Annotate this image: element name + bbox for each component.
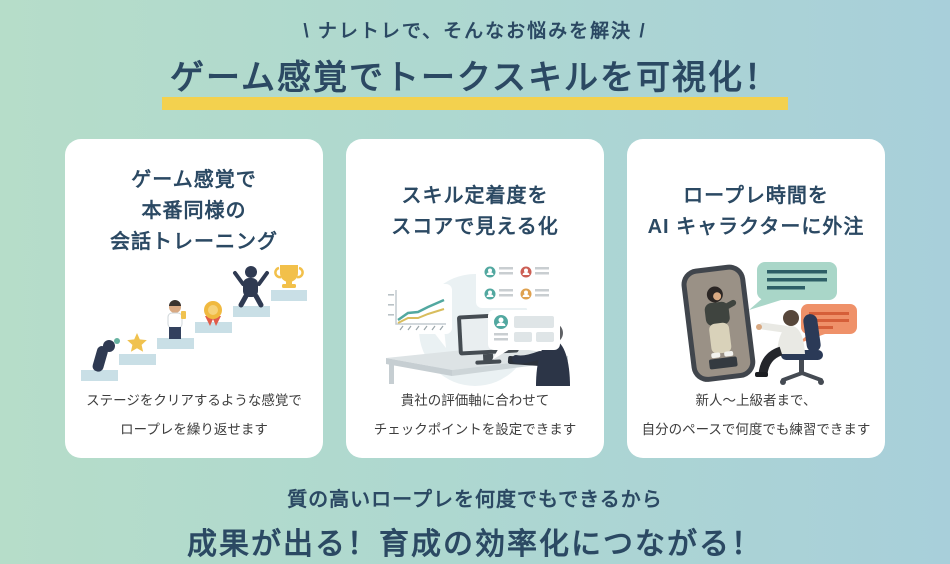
score-dashboard-illustration	[386, 260, 570, 386]
medal-icon	[204, 301, 222, 326]
card-title-line: スキル定着度を	[401, 184, 549, 207]
card-score-visibility: スキル定着度を スコアで見える化	[346, 139, 604, 458]
profile-cards-bubble	[476, 260, 554, 308]
caption-line: 自分のペースで何度でも練習できます	[641, 422, 871, 437]
smartphone	[681, 264, 756, 382]
tagline: \ ナレトレで、そんなお悩みを解決 /	[303, 21, 647, 42]
stairs-achievement-illustration	[81, 265, 307, 381]
star-icon	[127, 333, 147, 352]
caption-line: ステージをクリアするような感覚で	[86, 393, 302, 408]
card-title-line: 本番同様の	[141, 200, 247, 222]
card-title-line: 会話トレーニング	[110, 231, 278, 253]
standing-person	[167, 300, 186, 339]
caption-line: チェックポイントを設定できます	[373, 422, 577, 437]
profile-detail-bubble	[488, 310, 560, 360]
card-title-line: ゲーム感覚で	[131, 169, 257, 191]
card-title: ロープレ時間を AI キャラクターに外注	[648, 165, 865, 258]
card-game-training: ゲーム感覚で 本番同様の 会話トレーニング	[65, 139, 323, 458]
bowing-person	[92, 338, 120, 372]
heading-wrap: ゲーム感覚でトークスキルを可視化！	[162, 50, 788, 110]
caption-line: ロープレを繰り返せます	[120, 422, 268, 437]
trophy-icon	[274, 265, 304, 288]
card-title-line: スコアで見える化	[391, 215, 559, 238]
card-ai-outsourcing: ロープレ時間を AI キャラクターに外注	[627, 139, 885, 458]
seated-person	[755, 310, 805, 377]
caption-line: 新人〜上級者まで、	[695, 393, 817, 408]
stairs-steps	[81, 290, 307, 381]
card-caption: 貴社の評価軸に合わせて チェックポイントを設定できます	[374, 386, 577, 444]
chart-speech-bubble	[386, 284, 452, 348]
card-caption: 新人〜上級者まで、 自分のペースで何度でも練習できます	[642, 386, 871, 444]
card-title: スキル定着度を スコアで見える化	[391, 165, 558, 258]
card-title-line: AI キャラクターに外注	[647, 215, 865, 238]
card-title-line: ロープレ時間を	[683, 184, 829, 207]
footer-heading: 成果が出る！育成の効率化につながる！	[187, 528, 763, 561]
footer-lead: 質の高いロープレを何度でもできるから	[287, 489, 663, 511]
jumping-person	[233, 266, 269, 308]
ai-speech-bubble	[749, 262, 837, 310]
card-title: ゲーム感覚で 本番同様の 会話トレーニング	[110, 165, 278, 258]
caption-line: 貴社の評価軸に合わせて	[400, 393, 550, 408]
ai-roleplay-phone-illustration	[681, 262, 857, 385]
ai-character	[704, 286, 738, 370]
feature-cards: ゲーム感覚で 本番同様の 会話トレーニング	[65, 139, 885, 458]
page-title: ゲーム感覚でトークスキルを可視化！	[162, 50, 788, 110]
card-caption: ステージをクリアするような感覚で ロープレを繰り返せます	[86, 386, 302, 444]
